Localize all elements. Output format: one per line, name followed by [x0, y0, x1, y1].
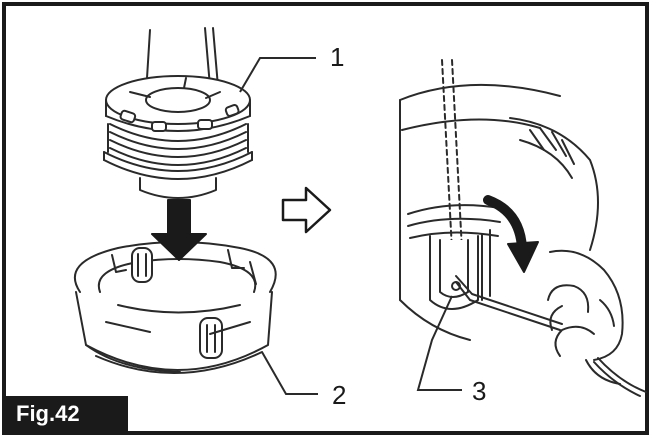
spool — [103, 75, 253, 199]
callout-3: 3 — [472, 376, 486, 406]
housing — [74, 241, 277, 374]
left-illustration — [74, 27, 277, 374]
down-arrow-icon — [151, 199, 207, 261]
figure-label-bg — [6, 396, 128, 431]
line-to-hand — [455, 275, 563, 331]
right-hollow-arrow-icon — [281, 186, 332, 234]
figure-label: Fig.42 — [16, 401, 80, 426]
hand — [547, 249, 647, 397]
callout-leader-2 — [261, 351, 318, 395]
callout-2: 2 — [332, 380, 346, 410]
callout-leaders — [239, 57, 462, 395]
callout-1: 1 — [330, 42, 344, 72]
callout-leader-1 — [239, 57, 316, 93]
right-illustration — [399, 59, 647, 397]
callout-leader-3 — [416, 295, 462, 391]
curved-arrow-icon — [483, 195, 539, 273]
